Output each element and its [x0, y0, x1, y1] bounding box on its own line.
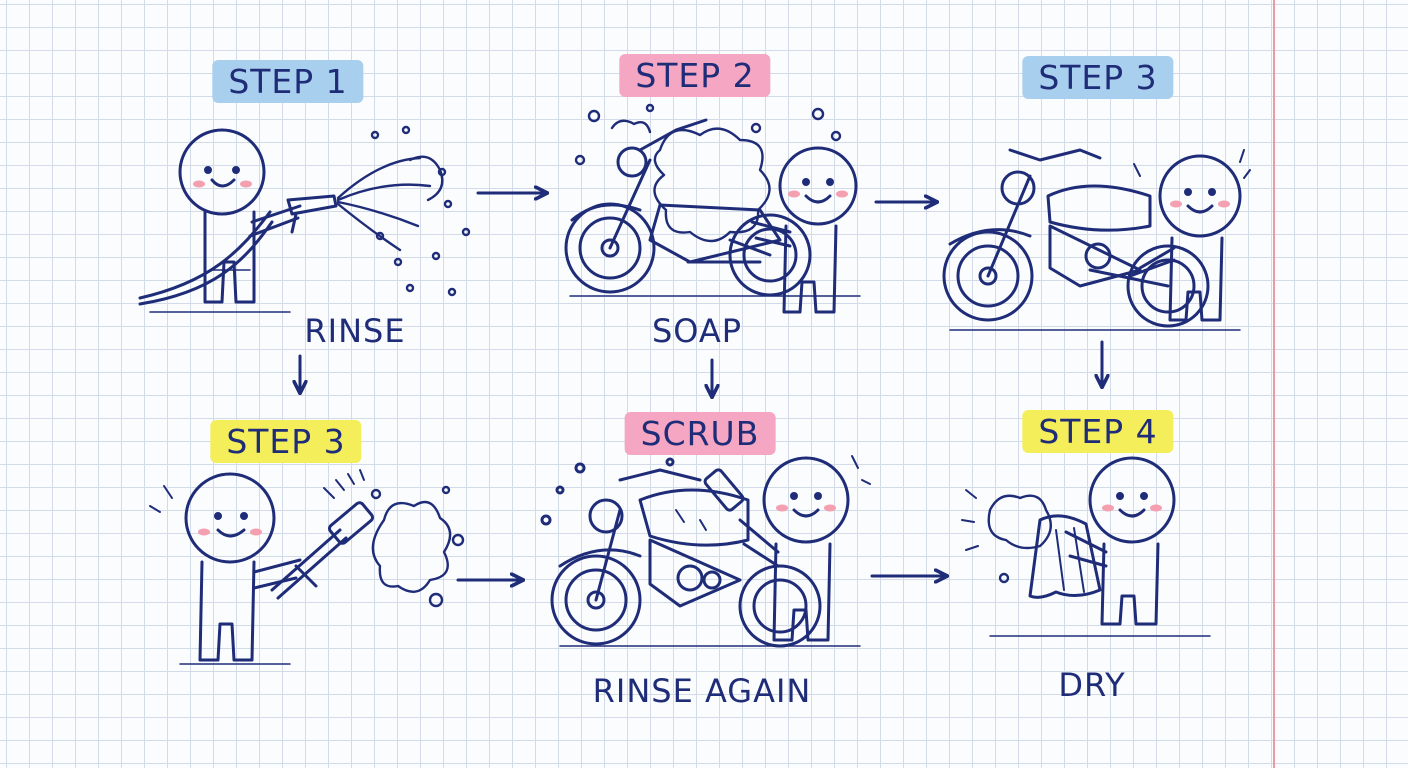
soapy-motorcycle: [564, 118, 812, 297]
person-rinsing-with-hose: [138, 128, 338, 306]
person-scrubbing-with-brush: [149, 472, 348, 662]
step-2-label: STEP 2: [619, 54, 771, 97]
motorcycle-being-scrubbed: [540, 457, 822, 648]
step-1-label: STEP 1: [212, 60, 364, 103]
scrub-label: SCRUB: [624, 412, 776, 455]
step-4-label: STEP 4: [1022, 410, 1174, 453]
hose-spray-icon: [336, 125, 471, 297]
step-1-caption: RINSE: [304, 312, 406, 350]
person-soaping-motorcycle: [750, 146, 858, 314]
person-scrubbing-motorcycle: [703, 455, 871, 642]
scrub-brush-icon: [323, 469, 375, 545]
step-3-bottom-label: STEP 3: [210, 420, 362, 463]
notebook-margin-line: [1273, 0, 1275, 768]
soap-foam-icon: [574, 103, 842, 243]
clean-motorcycle: [942, 148, 1210, 328]
scrub-caption: RINSE AGAIN: [592, 672, 812, 710]
step-4-caption: DRY: [1058, 666, 1126, 704]
steam-puff-icon: [961, 489, 1052, 584]
soap-foam-icon: [370, 485, 465, 608]
towel-icon: [1028, 514, 1102, 599]
step-3-top-label: STEP 3: [1022, 56, 1174, 99]
person-drying-with-towel: [1064, 456, 1176, 626]
person-wiping-motorcycle: [1128, 149, 1251, 322]
step-2-caption: SOAP: [651, 312, 743, 350]
